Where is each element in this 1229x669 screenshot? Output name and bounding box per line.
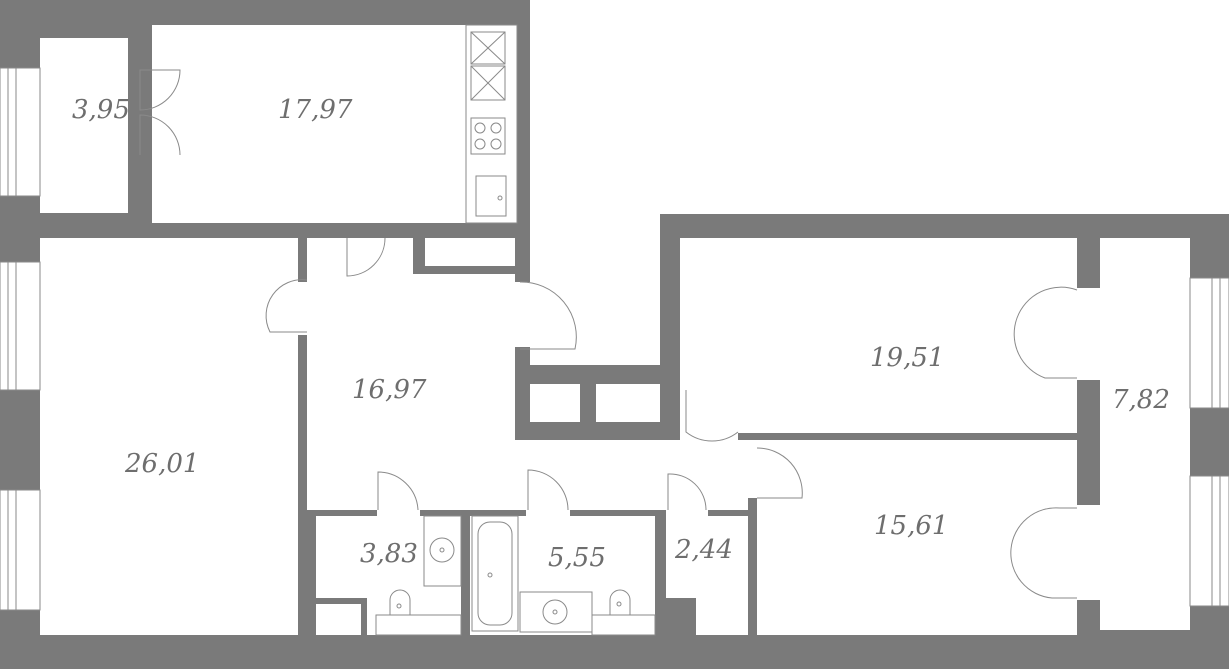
area-living: 26,01: [124, 449, 199, 479]
area-kitchen: 17,97: [278, 95, 353, 125]
area-hall: 16,97: [352, 375, 427, 405]
area-bath-1: 3,83: [360, 539, 418, 569]
area-closet: 2,44: [674, 535, 733, 565]
area-bedroom-1: 19,51: [870, 343, 944, 373]
area-labels: 3,95 17,97 16,97 26,01 19,51 15,61 7,82 …: [72, 95, 1170, 573]
interior-walls: [0, 30, 1229, 669]
bath-fixtures: [375, 515, 656, 636]
floors: [40, 25, 1190, 635]
kitchen-appliances: [465, 24, 518, 224]
area-bedroom-2: 15,61: [874, 511, 948, 541]
area-loggia-top: 3,95: [72, 95, 130, 125]
doors: [139, 69, 1078, 599]
area-loggia-right: 7,82: [1112, 385, 1170, 415]
area-bath-2: 5,55: [548, 543, 606, 573]
windows: [0, 67, 1229, 611]
